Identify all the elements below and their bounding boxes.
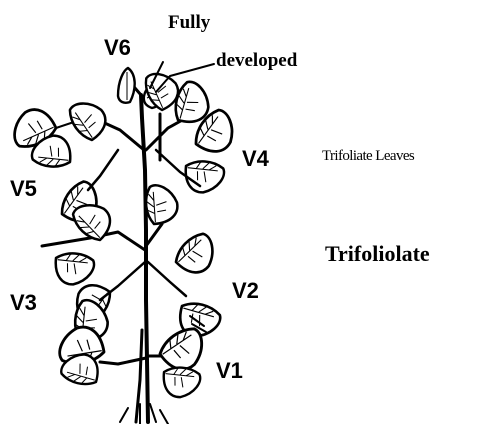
trifoliate-leaves-caption: Trifoliate Leaves	[322, 148, 414, 165]
trifoliolate-caption: Trifoliolate	[325, 241, 430, 267]
leaf-v1	[58, 325, 209, 402]
developed-label: developed	[216, 50, 298, 71]
v4-label: V4	[242, 146, 270, 171]
v1-label: V1	[216, 358, 243, 383]
v3-label: V3	[10, 290, 37, 315]
main-stem	[141, 95, 148, 422]
v6-label: V6	[104, 35, 131, 60]
leaf-v2	[142, 184, 223, 345]
fully-label: Fully	[168, 12, 211, 33]
v2-label: V2	[232, 278, 259, 303]
plant-drawing	[11, 62, 243, 424]
leaf-v3	[42, 196, 145, 347]
v5-label: V5	[10, 176, 37, 201]
